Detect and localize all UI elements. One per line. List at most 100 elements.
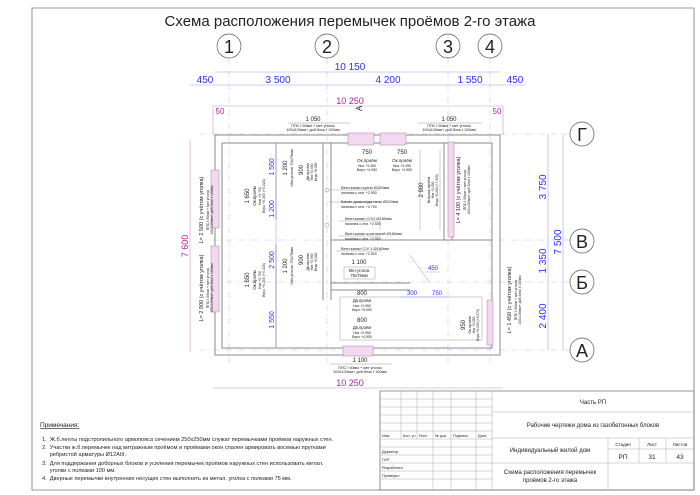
note-item: 3. Для поддержания доборных блоков и уси… [42,461,324,467]
door-label: Дв.проём [353,325,371,330]
lintel-length: 1 050 [441,117,457,123]
tb-sheet-label: Лист [647,442,657,447]
lintel-spec: ППС t 50мм + мет уголок [206,267,210,308]
window-width: 750 [362,150,373,156]
dim-outer-top: 10 250 [336,96,364,106]
tb-sheets-label: Листов [673,442,688,447]
door-bottom: Низ +2.950 [310,163,314,180]
small-dimensions: 450 300 750 [400,266,448,298]
tb-header: № док. [435,434,447,438]
axis-label-v: В [576,232,588,252]
lintel-length: 1 100 [351,260,367,266]
tb-sheet-title: проёмов 2-го этажа [523,478,578,484]
door-label: Дв.проём [305,253,310,271]
tb-object: Индивидуальный жилой дом [510,447,590,454]
axis-label-a: А [576,341,588,361]
window-top: Верх +5.200 (+5.220) [262,179,266,213]
lintel-length: 1 200 [283,160,289,176]
vent-name: Вент.канал кухни Ø160мм [341,185,389,190]
door-top: Верх +5.050 [314,163,318,182]
dim-total-10150: 10 150 [335,62,366,73]
tb-header: Кол. уч [403,434,415,438]
dim-offset-right: 50 [493,107,502,116]
lintel-angle: Мет.уголок [349,268,370,273]
tb-stage: РП [618,454,627,461]
axis-label-2: 2 [322,37,332,57]
lintel-spec: 100х100мм+ доб.блок t 100мм [210,263,214,313]
window-top: Верх +5.200 (+5.220) [262,263,266,297]
lower-door-2: 800 Дв.проём Низ +2.950 Верх +4.950 [352,318,372,339]
dim-outer-left: 7 600 [180,235,190,258]
dim-right-2400: 2 400 [538,303,549,328]
top-window-2: 750 Ок.проём Низ +3.450 Верх +4.950 [392,150,412,172]
dim-offset-left: 50 [216,107,225,116]
inner-door-1: 1 200 Мет.уголок 75х75мм 900 Дв.проём Ни… [283,149,318,187]
window-label: Ок.проём [357,158,377,163]
lintel-spec: 100х100мм+ доб.блок t 100мм [333,370,387,374]
window-label: Ок.проём [392,158,412,163]
top-dimensions: 10 150 450 3 500 4 200 1 550 450 [190,62,525,86]
window-bottom: Низ +2.950 [472,316,476,333]
vitrage-width: 2 900 [419,182,425,198]
lintel-spec: 100х100мм+ доб.блок t 100мм [467,165,471,215]
door-width: 900 [299,164,305,175]
vent-start: начиная с отм. +0.750 [341,205,377,209]
left-lintel-2: L= 2 900 (с учётом уголка) ППС t 50мм + … [199,254,266,321]
lintel-spec: ППС t 50мм + мет уголок [463,169,467,210]
lintel-length: 1 200 [283,258,289,274]
window-top: Верх +5.200 (+5.070) [476,309,480,341]
lintel-spec: ППС t 50мм + мет уголок [338,366,382,370]
dim-outer-bottom: 10 250 [336,378,364,388]
tb-header: Лист [419,434,428,438]
door-width: 800 [357,291,368,297]
dim-seg: 450 [507,75,524,86]
vent-start: начиная с отм. +2.500 [345,237,381,241]
window-label: Ок.проём [252,270,257,290]
left-inner-dimensions: 1 550 1 200 2 500 1 550 [269,143,277,348]
door-label: Дв.проём [353,298,371,303]
vitrage-top: Верх +5.200 (+7.200) [435,174,439,206]
window-bottom: Низ +3.450 [358,164,376,168]
window-top: Верх +4.950 [357,168,377,172]
inner-door-2: 1 200 Мет.уголок 75х75мм 900 Дв.проём Ни… [283,247,318,285]
dim-seg: 450 [197,75,214,86]
door-top: Верх +5.050 [352,308,372,312]
door-width: 800 [357,318,368,324]
window-width: 750 [397,150,408,156]
dim-inner: 2 500 [269,251,276,269]
window-label: Ок.проём [467,316,472,334]
lintel-spec: ППС t 50мм + мет уголок [427,124,471,128]
tb-role: ГИП [382,458,390,462]
dim-seg: 1 550 [457,75,482,86]
vent-name: Вент.канал котельной Ø160мм [345,231,402,236]
lintel-length: L= 2 900 (с учётом уголка) [199,254,205,321]
axis-markers: 1 2 3 4 Г В Б А [216,33,595,363]
notes-heading: Примечания: [40,422,80,429]
dim-inner: 1 550 [269,311,276,329]
dim-seg: 4 200 [375,75,400,86]
window-bottom: Низ +3.700 [258,271,262,289]
note-item: 1. Ж.б.ленты подстропильного армопояса с… [42,437,334,443]
note-item: 2. Участки ж.б.перемычек над витражным п… [42,445,326,451]
axis-label-1: 1 [224,37,234,57]
door-top: Верх +5.050 [314,253,318,272]
vitrage-opening: 2 900 Витраж.проём Низ +2.950 Верх +5.20… [419,150,471,230]
tb-header: Изм. [382,434,390,438]
door-label: Дв.проём [305,163,310,181]
lintel-length: 1 100 [352,358,368,364]
right-dimensions: 3 750 1 350 2 400 7 500 [538,134,564,350]
lintel-angle: Мет.уголок 75х75мм [289,149,294,187]
vent-name: Канал дымохода печи Ø200мм [341,199,399,204]
dim-small: 450 [428,266,439,272]
lower-door-1: 800 Дв.проём Низ +2.950 Верх +5.050 [352,291,372,312]
top-window-1: 750 Ок.проём Низ +3.450 Верх +4.950 [357,150,377,172]
window-bottom: Низ +3.700 [258,187,262,205]
vent-callouts: Вент.канал кухни Ø160мм начиная с отм. +… [324,185,402,256]
note-item: 4. Дверные перемычки внутренних несущих … [42,476,292,482]
lintel-spec: ППС t 50мм + мет уголок [291,124,335,128]
top-lintel-left: 1 050 ППС t 50мм + мет уголок 100х100мм+… [286,117,350,132]
tb-stage-label: Стадия [615,442,631,447]
title-block: Изм. Кол. уч Лист № док. Подпись Дата Ди… [379,390,695,491]
dim-small: 300 [407,291,418,297]
